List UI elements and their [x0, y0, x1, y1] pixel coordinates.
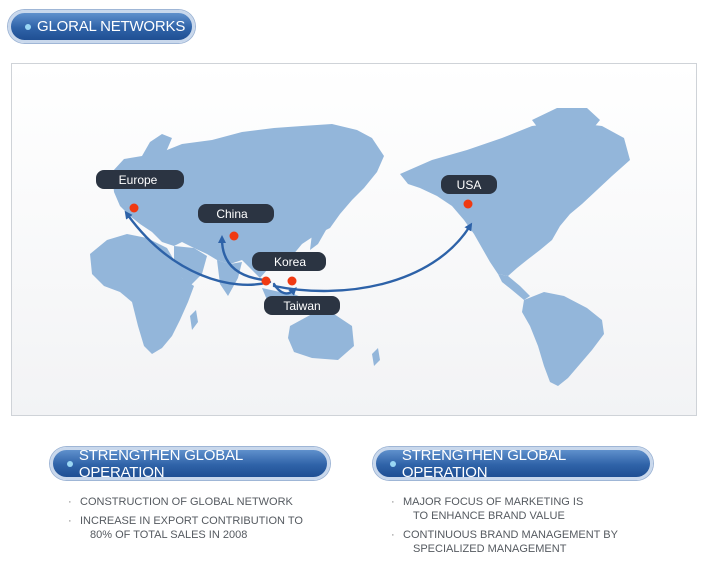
marker-taiwan [261, 276, 271, 286]
bullet-dot-icon [67, 460, 73, 467]
label-taiwan: Taiwan [264, 296, 340, 315]
route-arrow-to-usa [272, 222, 473, 293]
label-china-text: China [216, 207, 248, 221]
location-labels: Europe China Korea Taiwan USA [96, 170, 497, 315]
landmass-south-america [522, 292, 604, 386]
label-usa-text: USA [457, 178, 482, 192]
marker-europe [129, 203, 139, 213]
operation-title-1-text: STRENGTHEN GLOBAL OPERATION [78, 446, 243, 481]
route-arrows [124, 210, 473, 296]
operation-list-2: MAJOR FOCUS OF MARKETING IS TO ENHANCE B… [391, 495, 691, 561]
label-korea-text: Korea [274, 255, 306, 269]
section-title-text: GLORAL NETWORKS [37, 18, 186, 35]
label-europe-text: Europe [119, 173, 158, 187]
landmass-australia [288, 314, 354, 360]
route-arrow-to-europe [124, 210, 272, 286]
label-europe: Europe [96, 170, 184, 189]
marker-usa [463, 199, 473, 209]
landmass-central-america [498, 274, 530, 300]
section-title-global-networks: GLORAL NETWORKS [8, 10, 195, 43]
world-map: Europe China Korea Taiwan USA [90, 108, 630, 386]
landmass-north-america [400, 122, 630, 276]
bullet-dot-icon [390, 460, 396, 467]
location-markers [129, 199, 473, 286]
world-map-panel: Europe China Korea Taiwan USA [11, 63, 697, 416]
list-item: INCREASE IN EXPORT CONTRIBUTION TO 80% O… [68, 514, 348, 542]
label-korea: Korea [252, 252, 326, 271]
landmass-africa [90, 234, 194, 354]
list-item: MAJOR FOCUS OF MARKETING IS TO ENHANCE B… [391, 495, 691, 523]
operation-list-1: CONSTRUCTION OF GLOBAL NETWORK INCREASE … [68, 495, 348, 547]
bullet-dot-icon [25, 23, 31, 30]
list-item: CONTINUOUS BRAND MANAGEMENT BY SPECIALIZ… [391, 528, 691, 556]
landmass-eurasia [112, 124, 384, 278]
landmass-arabia [174, 246, 207, 286]
label-usa: USA [441, 175, 497, 194]
continents [90, 108, 630, 386]
landmass-madagascar [190, 310, 198, 330]
route-arrow-to-china [218, 235, 266, 282]
marker-korea [287, 276, 297, 286]
label-taiwan-text: Taiwan [283, 299, 320, 313]
operation-title-2-text: STRENGTHEN GLOBAL OPERATION [401, 446, 566, 481]
landmass-new-zealand [372, 348, 380, 366]
label-china: China [198, 204, 274, 223]
list-item: CONSTRUCTION OF GLOBAL NETWORK [68, 495, 348, 509]
operation-title-1: STRENGTHEN GLOBAL OPERATION [50, 446, 330, 481]
landmass-japan [310, 224, 326, 250]
operation-title-2: STRENGTHEN GLOBAL OPERATION [373, 446, 653, 481]
landmass-greenland [532, 108, 600, 144]
landmass-scandinavia [142, 134, 172, 160]
marker-china [229, 231, 239, 241]
